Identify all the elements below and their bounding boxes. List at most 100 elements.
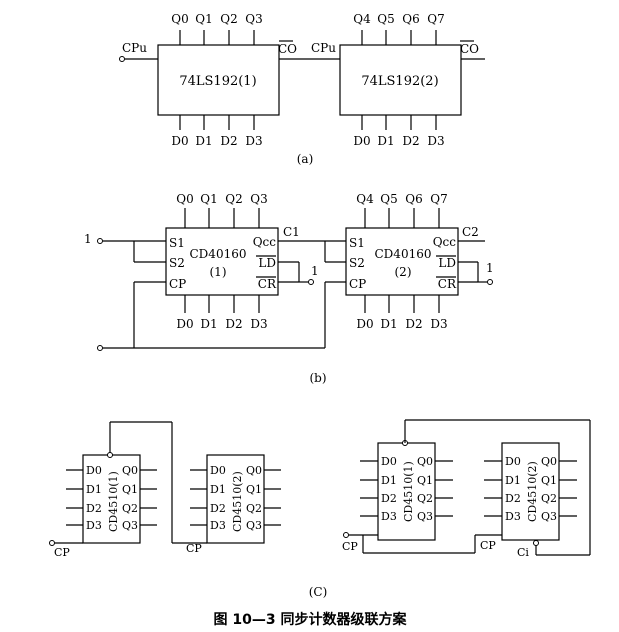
chip1-q1-label: Q1 (195, 12, 212, 26)
chip1-q2-label: Q2 (220, 12, 237, 26)
chip2-q6-label: Q6 (402, 12, 419, 26)
b1-d2-label: D2 (225, 317, 242, 331)
chip-cd40160-2 (345, 227, 459, 296)
c4-q0: Q0 (541, 455, 557, 468)
b1-q0-label: Q0 (176, 192, 193, 206)
c1-d1: D1 (86, 483, 102, 496)
c2-q3: Q3 (246, 519, 262, 532)
c2-q2: Q2 (246, 502, 262, 515)
chip2-d2-label: D2 (402, 134, 419, 148)
chip-74ls192-2-label: 74LS192(2) (361, 74, 438, 89)
c1-d0: D0 (86, 464, 102, 477)
b1-s1-label: S1 (169, 236, 185, 250)
b1-cr-label: CR (258, 277, 277, 291)
c-left-cp-1: CP (54, 546, 70, 559)
b1-s2-label: S2 (169, 256, 185, 270)
b1-tie-one-label: 1 (311, 264, 319, 278)
c3-q1: Q1 (417, 474, 433, 487)
chip1-q0-label: Q0 (171, 12, 188, 26)
c3-d0: D0 (381, 455, 397, 468)
c-right-cp-2: CP (480, 539, 496, 552)
c2-d3: D3 (210, 519, 226, 532)
b1-carry-label: C1 (283, 225, 300, 239)
c-right-chip-1 (377, 442, 436, 541)
b1-q1-label: Q1 (200, 192, 217, 206)
c1-d2: D2 (86, 502, 102, 515)
b1-qcc-label: Qcc (253, 235, 277, 249)
b1-q3-label: Q3 (250, 192, 267, 206)
c1-d3: D3 (86, 519, 102, 532)
c4-d3: D3 (505, 510, 521, 523)
c3-d3: D3 (381, 510, 397, 523)
part-c: D0 D1 D2 D3 Q0 Q1 Q2 Q3 CD4510(1) CP D0 … (49, 419, 591, 599)
b1-d0-label: D0 (176, 317, 193, 331)
chip2-q4-label: Q4 (353, 12, 371, 26)
figure-caption: 图 10—3 同步计数器级联方案 (214, 611, 408, 628)
part-a-label: (a) (297, 152, 314, 166)
b1-q2-label: Q2 (225, 192, 242, 206)
c1-chip-name: CD4510(1) (107, 471, 120, 532)
chip2-d1-label: D1 (377, 134, 394, 148)
c4-q2: Q2 (541, 492, 557, 505)
chip1-cpu-label: CPu (122, 41, 147, 55)
c-right-chip-1-pins: D0 D1 D2 D3 Q0 Q1 Q2 Q3 CD4510(1) (360, 455, 453, 523)
c3-q2: Q2 (417, 492, 433, 505)
part-a: 74LS192(1) Q0 Q1 Q2 Q3 D0 D1 D2 D3 CPu C… (119, 12, 485, 166)
b2-chip-index: (2) (395, 265, 412, 279)
c-left-cp-2: CP (186, 542, 202, 555)
b1-ld-label: LD (258, 256, 276, 270)
b2-d0-label: D0 (356, 317, 373, 331)
b-input-one-label: 1 (84, 232, 92, 246)
c2-d1: D1 (210, 483, 226, 496)
b2-s1-label: S1 (349, 236, 365, 250)
b2-q5-label: Q5 (380, 192, 397, 206)
c4-d1: D1 (505, 474, 521, 487)
c3-q3: Q3 (417, 510, 433, 523)
b2-carry-label: C2 (462, 225, 479, 239)
chip-cd40160-1 (165, 227, 279, 296)
chip-74ls192-1 (157, 44, 280, 116)
c3-d2: D2 (381, 492, 397, 505)
b1-chip-index: (1) (210, 265, 227, 279)
c2-d2: D2 (210, 502, 226, 515)
c-left-chip-1-pins: D0 D1 D2 D3 Q0 Q1 Q2 Q3 CD4510(1) (66, 464, 157, 532)
cpu-input-terminal (119, 56, 125, 62)
b2-cr-label: CR (438, 277, 457, 291)
chip1-d2-label: D2 (220, 134, 237, 148)
b2-d2-label: D2 (405, 317, 422, 331)
b2-ld-label: LD (438, 256, 456, 270)
b2-q6-label: Q6 (405, 192, 422, 206)
chip-74ls192-1-label: 74LS192(1) (179, 74, 256, 89)
chip2-co-label: CO (460, 42, 479, 56)
b2-cp-label: CP (349, 277, 366, 291)
b2-q4-label: Q4 (356, 192, 374, 206)
chip2-q7-label: Q7 (427, 12, 444, 26)
c1-q3: Q3 (122, 519, 138, 532)
b1-d1-label: D1 (200, 317, 217, 331)
c3-d1: D1 (381, 474, 397, 487)
chip1-d3-label: D3 (245, 134, 262, 148)
c-right-cp-1: CP (342, 540, 358, 553)
c-right-chip-2 (501, 442, 560, 541)
c4-chip-name: CD4510(2) (526, 461, 539, 522)
c2-q1: Q1 (246, 483, 262, 496)
c-left-chip-1 (82, 454, 141, 544)
c3-q0: Q0 (417, 455, 433, 468)
b2-tie-one-label: 1 (486, 261, 494, 275)
c1-q1: Q1 (122, 483, 138, 496)
c2-d0: D0 (210, 464, 226, 477)
c4-q1: Q1 (541, 474, 557, 487)
part-b-label: (b) (309, 371, 326, 385)
chip2-d0-label: D0 (353, 134, 370, 148)
b1-chip-name: CD40160 (190, 247, 247, 261)
b1-d3-label: D3 (250, 317, 267, 331)
chip1-q3-label: Q3 (245, 12, 262, 26)
b1-cp-label: CP (169, 277, 186, 291)
chip2-cpu-label: CPu (311, 41, 336, 55)
c-right-chip-2-pins: D0 D1 D2 D3 Q0 Q1 Q2 Q3 CD4510(2) (484, 455, 577, 523)
c-right-ci-label: Ci (517, 546, 529, 559)
c-left-chip-2 (206, 454, 265, 544)
c2-chip-name: CD4510(2) (231, 471, 244, 532)
b2-q7-label: Q7 (430, 192, 447, 206)
c4-d2: D2 (505, 492, 521, 505)
